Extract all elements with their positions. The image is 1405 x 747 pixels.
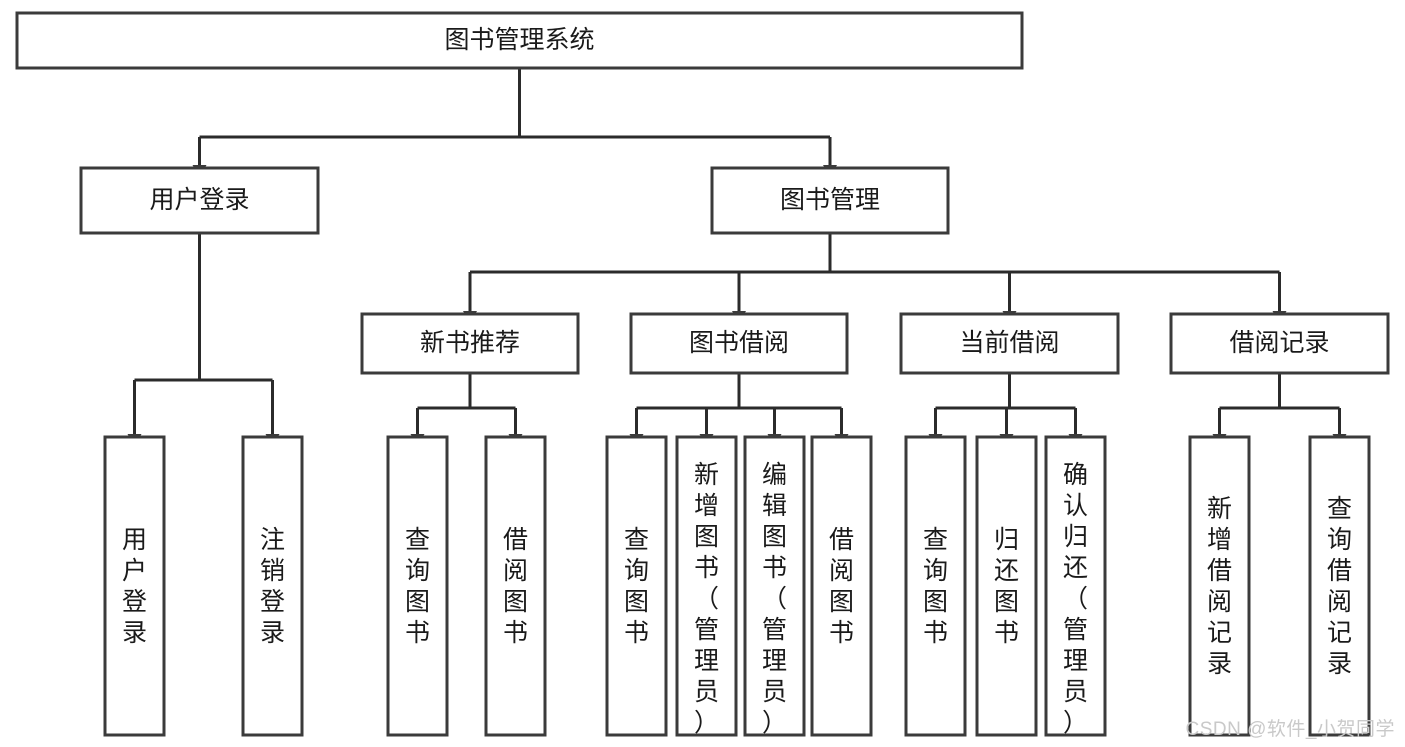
node-label: 查询图书: [405, 526, 430, 647]
node-box[interactable]: [1044, 435, 1107, 737]
node-label: 编辑图书（管理员）: [762, 461, 787, 737]
node-box[interactable]: [1188, 435, 1251, 737]
node-box[interactable]: [899, 312, 1120, 375]
node-boxes: 图书管理系统用户登录图书管理新书推荐图书借阅当前借阅借阅记录用户登录注销登录查询…: [15, 11, 1390, 737]
node-box[interactable]: [360, 312, 580, 375]
node-label: 新书推荐: [420, 329, 520, 357]
node-user-login[interactable]: 用户登录: [79, 166, 320, 235]
connector-lines: [127, 68, 1347, 446]
node-label: 用户登录: [149, 186, 249, 214]
node-box[interactable]: [79, 166, 320, 235]
node-label: 当前借阅: [959, 329, 1059, 357]
node-leaf-query-record[interactable]: 查询借阅记录: [1308, 435, 1371, 737]
node-leaf-add-record[interactable]: 新增借阅记录: [1188, 435, 1251, 737]
node-root[interactable]: 图书管理系统: [15, 11, 1024, 70]
node-box[interactable]: [904, 435, 967, 737]
node-box[interactable]: [743, 435, 806, 737]
node-book-manage[interactable]: 图书管理: [710, 166, 950, 235]
node-leaf-return-book[interactable]: 归还图书: [975, 435, 1038, 737]
node-box[interactable]: [810, 435, 873, 737]
node-borrow-record[interactable]: 借阅记录: [1169, 312, 1390, 375]
node-leaf-query-book-borrow[interactable]: 查询图书: [605, 435, 668, 737]
node-box[interactable]: [605, 435, 668, 737]
node-leaf-confirm-return[interactable]: 确认归还（管理员）: [1044, 435, 1107, 737]
node-leaf-user-login[interactable]: 用户登录: [103, 435, 166, 737]
node-label: 图书管理: [780, 186, 880, 214]
node-leaf-add-book[interactable]: 新增图书（管理员）: [675, 435, 738, 737]
node-leaf-borrow-book[interactable]: 借阅图书: [810, 435, 873, 737]
node-label: 新增借阅记录: [1207, 495, 1232, 678]
node-book-borrow[interactable]: 图书借阅: [629, 312, 849, 375]
node-leaf-logout[interactable]: 注销登录: [241, 435, 304, 737]
node-box[interactable]: [975, 435, 1038, 737]
node-label: 用户登录: [122, 526, 147, 647]
node-new-book-rec[interactable]: 新书推荐: [360, 312, 580, 375]
node-box[interactable]: [484, 435, 547, 737]
node-box[interactable]: [241, 435, 304, 737]
node-current-borrow[interactable]: 当前借阅: [899, 312, 1120, 375]
node-label: 借阅图书: [829, 526, 854, 647]
node-label: 借阅记录: [1229, 329, 1329, 357]
node-label: 查询图书: [624, 526, 649, 647]
node-label: 图书借阅: [689, 329, 789, 357]
node-label: 查询借阅记录: [1327, 495, 1352, 678]
node-label: 归还图书: [994, 526, 1019, 647]
node-label: 图书管理系统: [444, 26, 594, 54]
node-leaf-borrow-book-rec[interactable]: 借阅图书: [484, 435, 547, 737]
node-box[interactable]: [1308, 435, 1371, 737]
node-leaf-edit-book[interactable]: 编辑图书（管理员）: [743, 435, 806, 737]
node-box[interactable]: [710, 166, 950, 235]
node-label: 借阅图书: [503, 526, 528, 647]
node-box[interactable]: [1169, 312, 1390, 375]
node-label: 查询图书: [923, 526, 948, 647]
watermark-label: CSDN @软件_小贺同学: [1185, 719, 1395, 740]
node-box[interactable]: [15, 11, 1024, 70]
node-box[interactable]: [629, 312, 849, 375]
node-label: 注销登录: [260, 526, 285, 647]
node-box[interactable]: [103, 435, 166, 737]
node-label: 确认归还（管理员）: [1063, 461, 1088, 737]
node-leaf-query-book-cur[interactable]: 查询图书: [904, 435, 967, 737]
node-box[interactable]: [675, 435, 738, 737]
node-leaf-query-book-rec[interactable]: 查询图书: [386, 435, 449, 737]
node-box[interactable]: [386, 435, 449, 737]
node-label: 新增图书（管理员）: [694, 461, 719, 737]
